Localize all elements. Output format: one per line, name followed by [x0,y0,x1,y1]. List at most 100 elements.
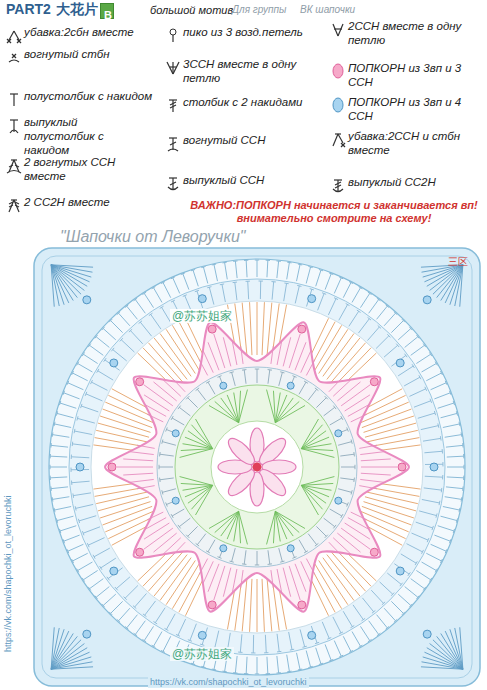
outer-ring-stitch [377,298,381,301]
blue-ring-stitch [77,416,78,420]
symbol-line [170,102,176,105]
outer-ring-stitch [463,465,464,469]
blue-ring-stitch [87,543,89,547]
ray-stitch [331,343,366,383]
blue-ring-stitch [350,626,354,628]
inner-square-line [42,256,472,678]
outer-ring-stitch [50,476,51,480]
star-stitch [223,568,231,597]
outer-ring-stitch [56,518,57,522]
outer-ring-stitch [435,569,437,573]
blue-ring-stitch [346,303,350,305]
grey-ring-stitch [244,550,246,564]
symbol-line [10,93,18,94]
blue-ring-stitch [406,544,422,552]
stitch-symbol [330,177,346,194]
outer-ring-stitch [118,608,129,621]
grey-ring-stitch [159,452,161,456]
outer-ring-stitch [257,657,258,674]
legend-entry: убавка:2сбн вместе [6,26,164,40]
corner-fan [51,652,89,669]
outer-ring-stitch [461,497,463,501]
blue-ring-stitch [310,289,314,290]
outer-ring-stitch [233,260,237,261]
star-stitch [359,486,377,489]
blue-ring-stitch [74,429,76,433]
outer-ring-stitch [73,553,88,561]
green-fan [275,511,286,539]
grey-ring-stitch [257,551,258,565]
star-stitch [130,479,154,482]
outer-ring-stitch [445,497,462,500]
outer-ring-stitch [83,354,97,363]
outer-ring-stitch [52,432,54,436]
grey-ring-stitch [315,543,318,546]
blue-ring-stitch [380,582,393,594]
blue-popcorn [287,382,294,389]
grey-ring-stitch [353,452,355,456]
grey-ring-stitch [299,540,306,552]
legend-entry: ПОПКОРН из 3вп и 4 ССН [330,96,480,124]
blue-ring-stitch [121,340,134,352]
grey-ring-stitch [206,381,210,383]
grey-ring-stitch [255,564,259,565]
symbol-line [169,177,177,178]
star-stitch [232,569,237,593]
symbol-arc [9,60,19,62]
blue-ring-stitch [100,566,102,570]
ray-stitch [160,334,191,377]
outer-ring-stitch [102,327,105,330]
symbol-line [170,66,176,67]
grey-ring-stitch [188,398,198,408]
outer-ring-stitch [443,507,460,511]
symbol-line [15,165,19,167]
symbol-line [335,185,341,188]
grey-ring-stitch [179,407,190,416]
blue-popcorn [110,359,118,367]
star-stitch [283,568,291,597]
outer-ring-stitch [73,373,88,381]
blue-ring-stitch [190,624,196,641]
outer-ring-stitch [459,422,461,426]
outer-ring-stitch [298,264,302,266]
blue-ring-stitch [322,293,326,295]
watermark-holder: "Шапочки от Леворучки" [60,227,246,246]
blue-ring-stitch [437,423,439,427]
outer-ring-stitch [402,612,405,615]
badge-text: B [104,9,112,22]
blue-ring-stitch [404,377,420,386]
outer-ring-stitch [334,278,341,294]
symbol-line [7,39,11,43]
blue-ring-stitch [93,555,95,559]
green-fan [275,398,293,423]
star-stitch [144,395,169,411]
blue-ring-stitch [436,513,437,517]
legend-entry: пико из 3 возд.петель [165,26,328,40]
green-fan [221,511,239,536]
blue-ring-stitch [343,611,352,626]
star-stitch [361,473,391,475]
stitch-symbol [165,97,181,114]
star-stitch [232,341,237,365]
stitch-symbol [6,117,22,134]
blue-ring-stitch [246,281,250,282]
star-stitch [351,512,367,520]
blue-ring-stitch [209,287,214,304]
grey-ring-stitch [299,382,306,394]
outer-ring-stitch [384,313,395,326]
blue-ring-stitch [421,426,439,430]
outer-ring-stitch [117,312,120,315]
grey-ring-stitch [162,490,163,494]
star-stitch [341,528,370,549]
pink-star [105,322,409,611]
outer-ring-stitch [319,269,323,270]
blue-ring-stitch [83,527,100,533]
green-fan [301,449,334,458]
outer-ring-stitch [343,283,351,298]
blue-ring-stitch [129,329,132,332]
subtitle-holder: большой мотив [150,4,233,17]
outer-ring-stitch [78,562,93,571]
star-stitch [137,445,155,448]
star-stitch [144,528,173,549]
grey-ring-stitch [330,418,342,425]
